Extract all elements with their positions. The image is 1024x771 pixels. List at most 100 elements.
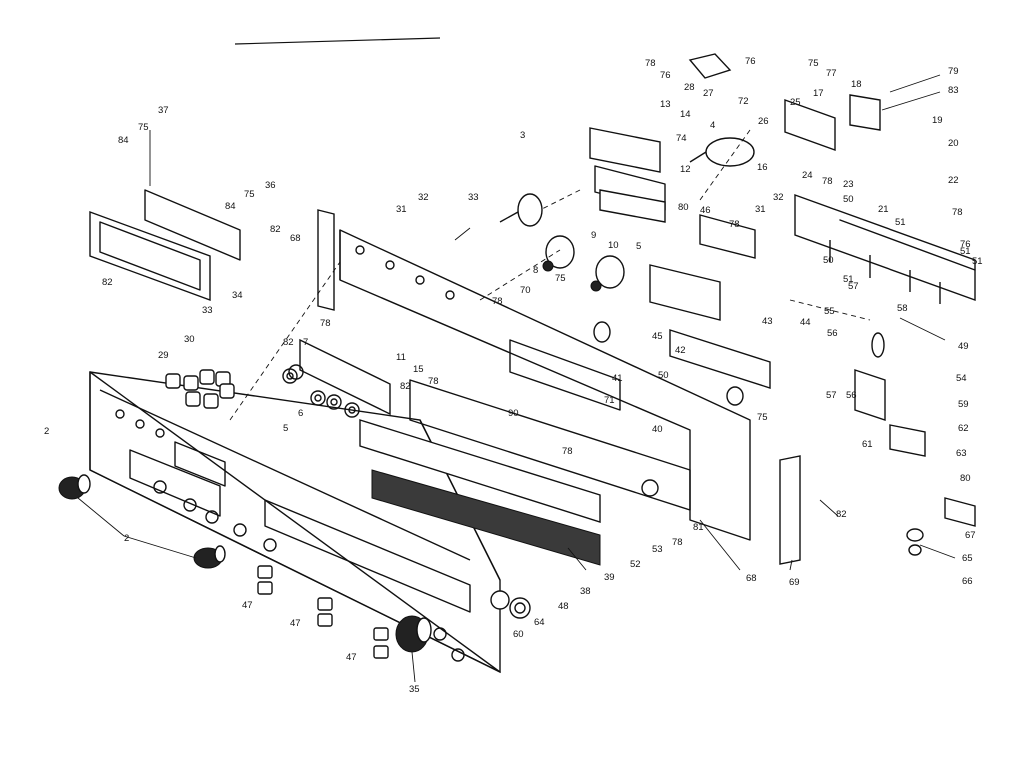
label-82: 82 (270, 224, 281, 235)
label-38: 38 (580, 586, 591, 597)
left-bracket (89, 189, 241, 302)
main-chassis (339, 229, 751, 541)
label-17: 17 (813, 88, 824, 99)
label-45: 45 (652, 331, 663, 342)
jack-panel (282, 338, 391, 418)
label-8: 8 (533, 265, 538, 276)
lamp-tubes (593, 321, 771, 406)
side-mark: 2 (44, 426, 49, 437)
label-31b: 31 (755, 204, 766, 215)
label-70: 70 (520, 285, 531, 296)
label-56b: 56 (846, 390, 857, 401)
label-78h: 78 (428, 376, 439, 387)
large-knob (395, 615, 432, 653)
label-22: 22 (948, 175, 959, 186)
label-30: 30 (184, 334, 195, 345)
rings (490, 479, 659, 619)
label-20: 20 (948, 138, 959, 149)
label-51c: 51 (843, 274, 854, 285)
label-51: 51 (895, 217, 906, 228)
label-82e: 82 (836, 509, 847, 520)
label-27: 27 (703, 88, 714, 99)
header-rule (234, 37, 441, 45)
label-80: 80 (678, 202, 689, 213)
label-57b: 57 (826, 390, 837, 401)
label-77: 77 (826, 68, 837, 79)
label-32: 32 (418, 192, 429, 203)
label-43: 43 (762, 316, 773, 327)
label-15: 15 (413, 364, 424, 375)
label-72: 72 (738, 96, 749, 107)
callout-labels: 78 76 28 76 75 77 72 27 18 79 83 25 17 1… (102, 56, 983, 695)
label-39: 39 (604, 572, 615, 583)
label-48: 48 (558, 601, 569, 612)
label-58: 58 (897, 303, 908, 314)
label-26: 26 (758, 116, 769, 127)
label-76c: 76 (960, 239, 971, 250)
label-37: 37 (158, 105, 169, 116)
label-47: 47 (242, 600, 253, 611)
label-5b: 5 (283, 423, 288, 434)
label-19: 19 (932, 115, 943, 126)
label-79: 79 (948, 66, 959, 77)
label-61: 61 (862, 439, 873, 450)
label-13: 13 (660, 99, 671, 110)
label-33b: 33 (202, 305, 213, 316)
label-90: 90 (508, 408, 519, 419)
label-33: 33 (468, 192, 479, 203)
label-65: 65 (962, 553, 973, 564)
label-63: 63 (956, 448, 967, 459)
label-78c: 78 (822, 176, 833, 187)
left-knob (58, 474, 91, 500)
label-78f: 78 (492, 296, 503, 307)
leader-lines (77, 74, 956, 683)
label-40: 40 (652, 424, 663, 435)
top-right-bracket (688, 53, 881, 151)
label-54: 54 (956, 373, 967, 384)
label-16: 16 (757, 162, 768, 173)
label-12: 12 (680, 164, 691, 175)
label-4: 4 (710, 120, 715, 131)
label-80b: 80 (960, 473, 971, 484)
label-78g: 78 (320, 318, 331, 329)
right-small-parts (854, 332, 976, 556)
label-56: 56 (827, 328, 838, 339)
vertical-plate (317, 209, 335, 311)
label-7: 7 (303, 337, 308, 348)
label-68b: 68 (746, 573, 757, 584)
label-78d: 78 (952, 207, 963, 218)
label-52: 52 (630, 559, 641, 570)
push-buttons (165, 369, 235, 409)
label-53: 53 (652, 544, 663, 555)
middle-knob (193, 545, 226, 569)
label-74: 74 (676, 133, 687, 144)
label-3: 3 (520, 130, 525, 141)
label-25: 25 (790, 97, 801, 108)
label-29: 29 (158, 350, 169, 361)
label-78i: 78 (562, 446, 573, 457)
label-59: 59 (958, 399, 969, 410)
label-84: 84 (118, 135, 129, 146)
label-47c: 47 (346, 652, 357, 663)
label-46: 46 (700, 205, 711, 216)
side-plate-69 (779, 455, 801, 565)
label-36: 36 (265, 180, 276, 191)
label-75d: 75 (555, 273, 566, 284)
rotary-switch-4 (689, 137, 755, 167)
label-23: 23 (843, 179, 854, 190)
label-5: 5 (636, 241, 641, 252)
label-49: 49 (958, 341, 969, 352)
label-69: 69 (789, 577, 800, 588)
square-buttons (257, 565, 389, 659)
label-31: 31 (396, 204, 407, 215)
label-50c: 50 (658, 370, 669, 381)
label-82c: 82 (283, 337, 294, 348)
label-82d: 82 (400, 381, 411, 392)
label-44: 44 (800, 317, 811, 328)
label-78j: 78 (672, 537, 683, 548)
label-75c: 75 (244, 189, 255, 200)
label-57: 57 (848, 281, 859, 292)
label-47b: 47 (290, 618, 301, 629)
selector-unit (649, 214, 756, 321)
